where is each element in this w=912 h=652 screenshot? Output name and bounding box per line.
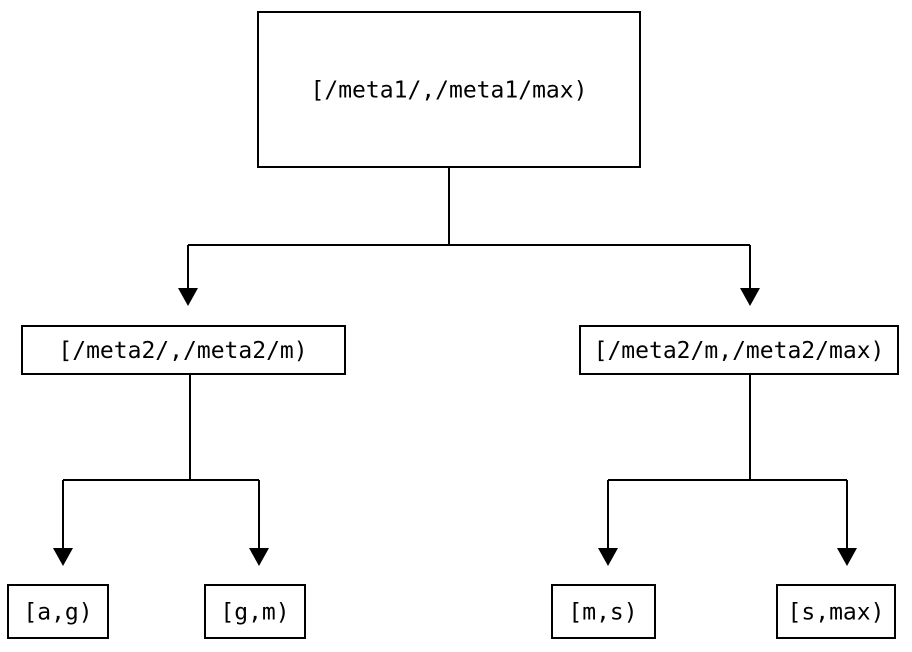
node-box-leaf-ms bbox=[550, 583, 657, 640]
node-label-leaf-gm: [g,m) bbox=[220, 600, 289, 626]
root-connector-arrowhead-0 bbox=[178, 288, 198, 306]
node-label-mid-right: [/meta2/m,/meta2/max) bbox=[594, 338, 885, 364]
mid-left-connector bbox=[53, 374, 269, 566]
node-leaf-smax: [s,max) bbox=[775, 583, 897, 640]
mid-right-connector-arrowhead-0 bbox=[598, 548, 618, 566]
node-label-leaf-ms: [m,s) bbox=[568, 600, 637, 626]
mid-right-connector-arrowhead-1 bbox=[837, 548, 857, 566]
node-box-leaf-gm bbox=[203, 583, 307, 640]
node-box-root bbox=[256, 10, 642, 169]
root-connector-arrowhead-1 bbox=[740, 288, 760, 306]
nodes-layer: [/meta1/,/meta1/max) [/meta2/,/meta2/m) [/… bbox=[6, 10, 900, 640]
node-mid-left: [/meta2/,/meta2/m) bbox=[20, 324, 347, 376]
node-box-leaf-ag bbox=[6, 583, 110, 640]
mid-right-connector bbox=[598, 374, 857, 566]
node-box-leaf-smax bbox=[775, 583, 897, 640]
node-label-leaf-ag: [a,g) bbox=[23, 600, 92, 626]
node-mid-right: [/meta2/m,/meta2/max) bbox=[578, 324, 900, 376]
node-label-leaf-smax: [s,max) bbox=[788, 600, 885, 626]
node-label-mid-left: [/meta2/,/meta2/m) bbox=[58, 338, 307, 364]
node-box-mid-right bbox=[578, 324, 900, 376]
node-leaf-ag: [a,g) bbox=[6, 583, 110, 640]
root-connector bbox=[178, 167, 760, 306]
mid-left-connector-arrowhead-1 bbox=[249, 548, 269, 566]
node-label-root: [/meta1/,/meta1/max) bbox=[311, 78, 588, 104]
mid-left-connector-arrowhead-0 bbox=[53, 548, 73, 566]
node-leaf-ms: [m,s) bbox=[550, 583, 657, 640]
node-box-mid-left bbox=[20, 324, 347, 376]
node-leaf-gm: [g,m) bbox=[203, 583, 307, 640]
node-root: [/meta1/,/meta1/max) bbox=[256, 10, 642, 169]
edges-layer bbox=[53, 167, 857, 566]
